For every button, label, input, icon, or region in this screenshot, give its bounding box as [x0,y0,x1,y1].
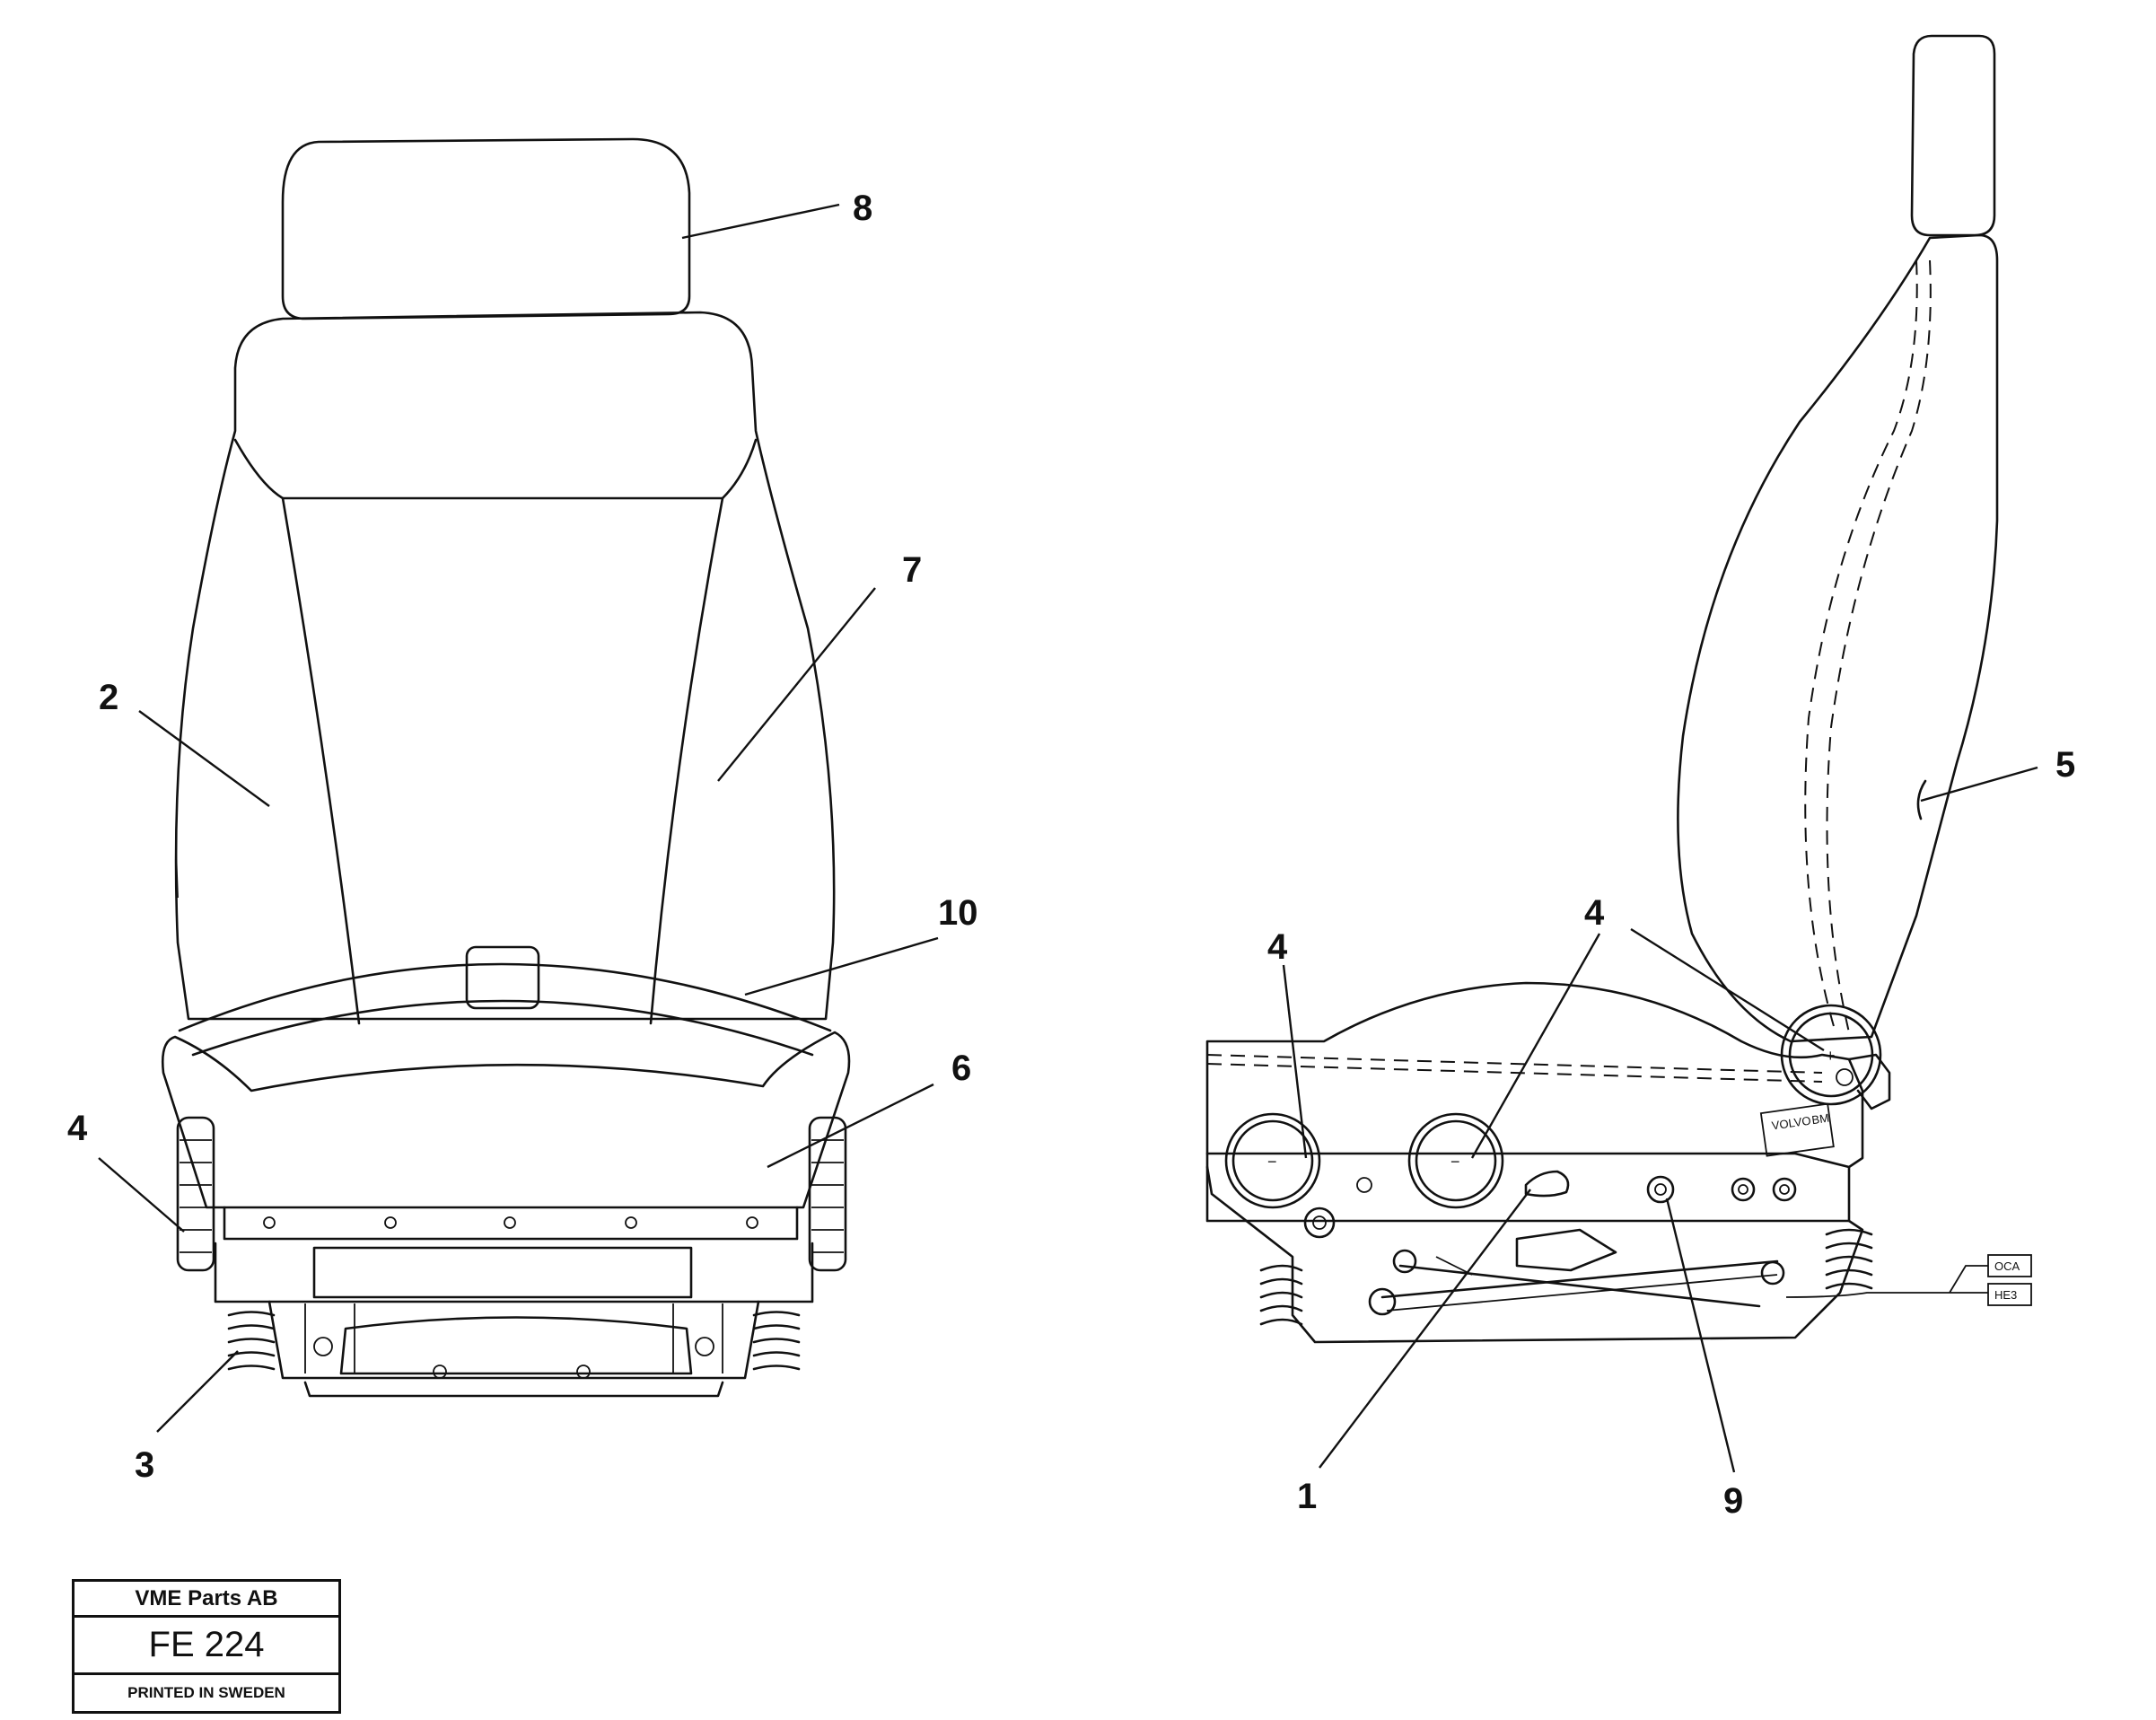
front-headrest [281,137,691,320]
callout-6: 6 [951,1049,971,1088]
side-view-seat: VOLVO BM OCA HE3 + − − [1205,34,2032,1344]
side-knob-left [1224,1112,1321,1209]
knob-plus-text: + [1826,1047,1836,1065]
callout-numbers: 8 7 2 10 6 4 3 5 4 4 1 9 [67,189,2075,1521]
front-view-seat [162,137,851,1398]
callout-5: 5 [2055,745,2075,785]
title-footer: PRINTED IN SWEDEN [127,1684,285,1701]
side-springs [1259,1228,1873,1326]
front-suspension [214,1242,814,1398]
side-wiring: OCA HE3 [1785,1254,2032,1306]
front-backrest [174,311,836,1021]
side-name-plate: VOLVO BM [1759,1102,1835,1157]
callout-7: 7 [902,550,922,590]
side-fasteners [1303,1175,1797,1316]
title-company: VME Parts AB [74,1582,338,1618]
front-springs [227,1311,801,1371]
front-plate-bolts [263,1216,758,1229]
side-scissor-linkage [1380,1228,1779,1312]
callout-8: 8 [853,189,872,228]
callout-2: 2 [99,678,118,717]
side-backrest [1677,233,1999,1043]
connector-label-bottom: HE3 [1994,1288,2017,1302]
front-side-wheels [176,1116,847,1272]
plate-code-text: BM [1810,1111,1829,1128]
callout-1: 1 [1297,1477,1317,1516]
knob-minus-left-text: − [1267,1153,1277,1171]
side-height-lever [1524,1170,1570,1198]
callout-3: 3 [135,1445,154,1485]
title-block: VME Parts AB FE 224 PRINTED IN SWEDEN [72,1579,341,1714]
connector-label-top: OCA [1994,1259,2020,1273]
callout-4-side-left: 4 [1267,927,1288,967]
front-belt-buckle [465,945,540,1010]
side-knob-right [1407,1112,1504,1209]
plate-brand-text: VOLVO [1771,1114,1812,1133]
title-drawing-number: FE 224 [74,1618,338,1675]
front-cushion [162,1031,851,1209]
callout-4-front: 4 [67,1109,88,1148]
side-cushion [1205,981,1864,1223]
front-belt-bar [178,962,832,1057]
callout-10: 10 [938,893,978,933]
side-headrest [1910,34,1996,237]
leader-lines [98,203,2038,1473]
knob-minus-right-text: − [1450,1153,1460,1171]
side-lumbar-knob [1916,779,1927,821]
callout-4-side-right: 4 [1584,893,1605,933]
callout-9: 9 [1723,1481,1743,1521]
